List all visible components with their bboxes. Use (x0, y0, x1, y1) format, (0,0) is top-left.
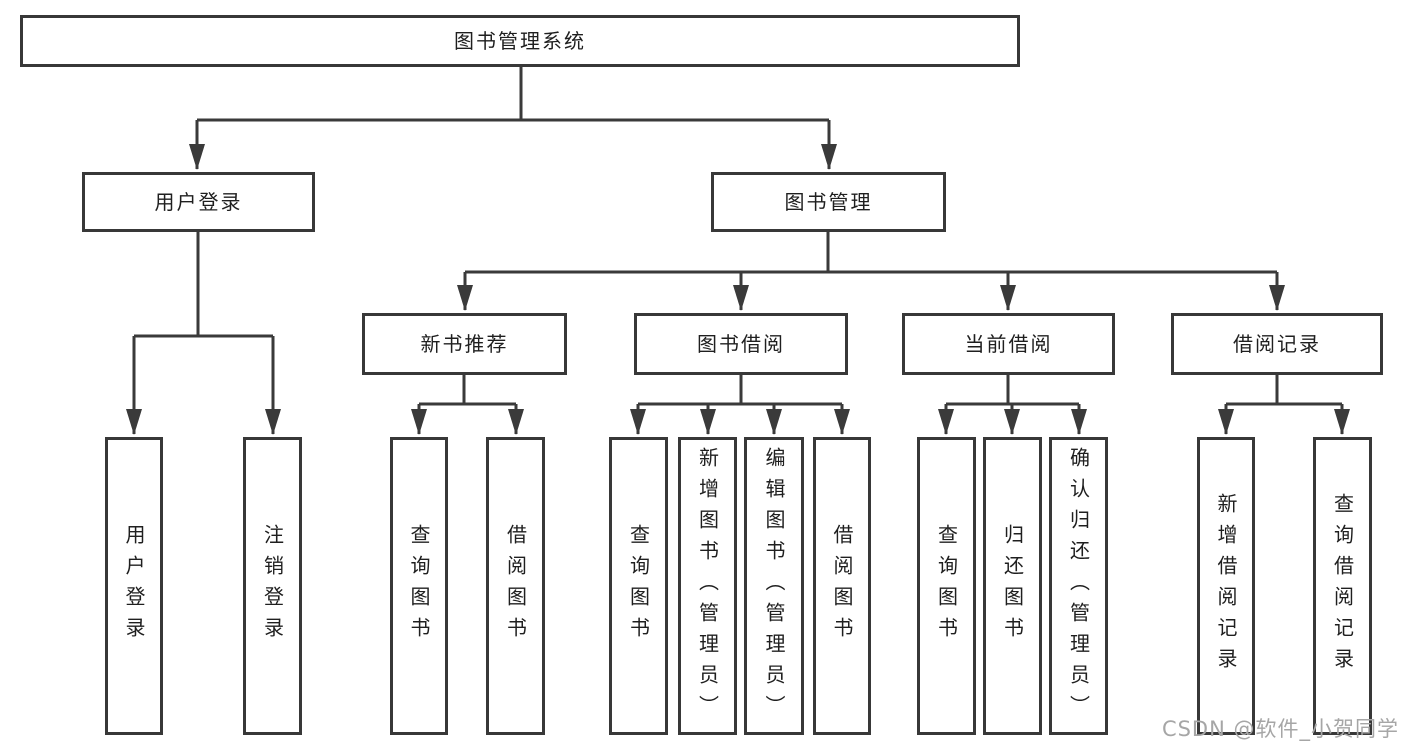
node-label: 新增借阅记录 (1214, 493, 1238, 679)
node-current-borrowing: 当前借阅 (902, 313, 1115, 375)
leaf-query-books-borrowing: 查询图书 (609, 437, 668, 735)
node-label: 图书借阅 (697, 332, 785, 356)
node-root-book-management-system: 图书管理系统 (20, 15, 1020, 67)
node-label: 查询图书 (934, 524, 959, 648)
leaf-query-books-current: 查询图书 (917, 437, 976, 735)
node-user-login: 用户登录 (82, 172, 315, 232)
leaf-add-borrow-record: 新增借阅记录 (1197, 437, 1255, 735)
leaf-borrow-books-recommend: 借阅图书 (486, 437, 545, 735)
node-label: 用户登录 (154, 190, 243, 214)
node-label: 借阅记录 (1233, 332, 1321, 356)
connector-book-management-to-level3 (457, 232, 1285, 311)
node-label: 查询借阅记录 (1330, 493, 1355, 679)
node-label: 图书管理 (784, 190, 873, 214)
node-label: 新书推荐 (420, 332, 509, 356)
node-label: 图书管理系统 (454, 29, 586, 53)
node-label: 注销登录 (260, 524, 285, 648)
node-label: 查询图书 (626, 524, 651, 648)
leaf-logout: 注销登录 (243, 437, 302, 735)
node-label: 归还图书 (1000, 524, 1025, 648)
node-label: 确认归还（管理员） (1066, 446, 1091, 726)
connector-root-to-level2 (189, 67, 837, 170)
node-new-book-recommendation: 新书推荐 (362, 313, 567, 375)
leaf-edit-book-admin: 编辑图书（管理员） (744, 437, 804, 735)
node-label: 当前借阅 (964, 332, 1053, 356)
node-book-borrowing: 图书借阅 (634, 313, 848, 375)
connector-new-book-recommendation-to-leaves (411, 375, 524, 435)
node-label: 新增图书（管理员） (695, 446, 720, 726)
node-label: 借阅图书 (503, 524, 528, 648)
node-label: 借阅图书 (830, 524, 854, 648)
leaf-return-books: 归还图书 (983, 437, 1042, 735)
csdn-watermark: CSDN @软件_小贺同学 (1161, 717, 1399, 741)
node-label: 用户登录 (122, 524, 146, 648)
leaf-confirm-return-admin: 确认归还（管理员） (1049, 437, 1108, 735)
connector-current-borrowing-to-leaves (938, 375, 1087, 435)
leaf-borrow-books-borrowing: 借阅图书 (813, 437, 871, 735)
leaf-add-book-admin: 新增图书（管理员） (678, 437, 737, 735)
node-label: 编辑图书（管理员） (762, 446, 786, 726)
leaf-query-books-recommend: 查询图书 (390, 437, 448, 735)
connector-user-login-to-leaves (126, 232, 281, 435)
connector-book-borrowing-to-leaves (630, 375, 850, 435)
node-borrowing-records: 借阅记录 (1171, 313, 1383, 375)
leaf-query-borrow-record: 查询借阅记录 (1313, 437, 1372, 735)
node-book-management: 图书管理 (711, 172, 946, 232)
node-label: 查询图书 (407, 524, 431, 648)
connector-borrowing-records-to-leaves (1218, 375, 1350, 435)
leaf-user-login: 用户登录 (105, 437, 163, 735)
